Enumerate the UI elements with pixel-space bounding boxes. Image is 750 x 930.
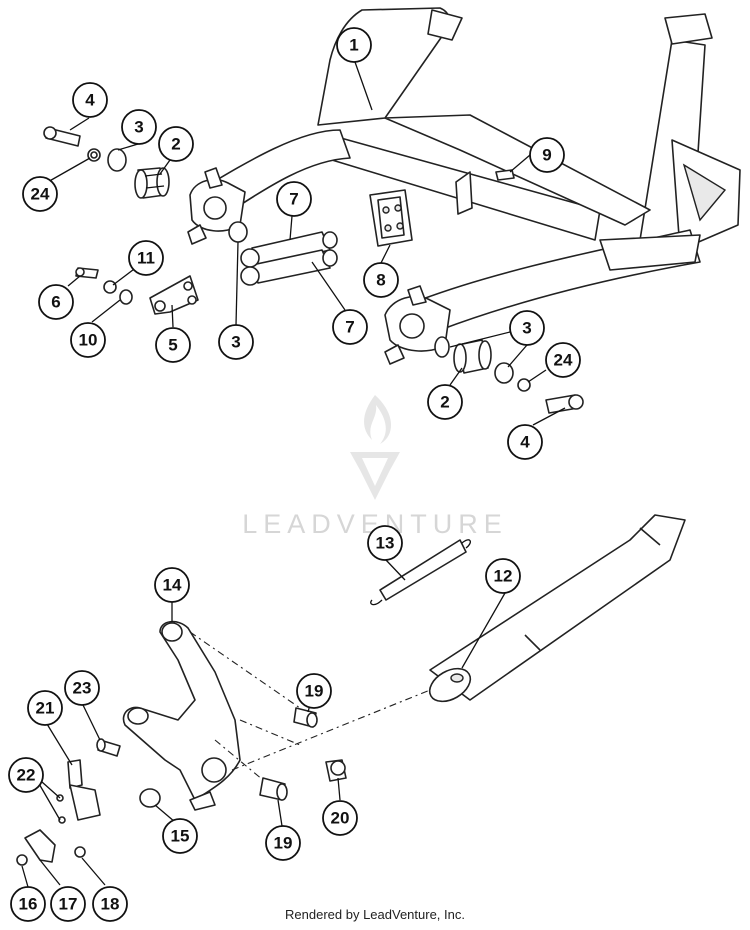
main-stand-frame bbox=[187, 7, 741, 365]
svg-text:7: 7 bbox=[289, 190, 298, 209]
callout-22[interactable]: 22 bbox=[8, 757, 44, 793]
left-pivot-hardware bbox=[43, 126, 248, 243]
callout-12[interactable]: 12 bbox=[485, 558, 521, 594]
svg-text:19: 19 bbox=[305, 682, 324, 701]
mounting-plate-hardware bbox=[75, 267, 199, 315]
callout-3[interactable]: 3 bbox=[218, 324, 254, 360]
callout-14[interactable]: 14 bbox=[154, 567, 190, 603]
callout-4[interactable]: 4 bbox=[72, 82, 108, 118]
svg-text:1: 1 bbox=[349, 36, 358, 55]
callout-18[interactable]: 18 bbox=[92, 886, 128, 922]
lower-hardware bbox=[16, 707, 347, 866]
callout-19[interactable]: 19 bbox=[265, 825, 301, 861]
callout-13[interactable]: 13 bbox=[367, 525, 403, 561]
svg-text:15: 15 bbox=[171, 827, 190, 846]
spring-part-13 bbox=[370, 539, 471, 606]
callout-3[interactable]: 3 bbox=[509, 310, 545, 346]
svg-text:3: 3 bbox=[134, 118, 143, 137]
svg-text:7: 7 bbox=[345, 318, 354, 337]
callout-16[interactable]: 16 bbox=[10, 886, 46, 922]
callout-11[interactable]: 11 bbox=[128, 240, 164, 276]
alignment-line bbox=[239, 719, 301, 746]
svg-text:8: 8 bbox=[376, 271, 385, 290]
alignment-line bbox=[214, 739, 276, 791]
callout-15[interactable]: 15 bbox=[162, 818, 198, 854]
callout-24[interactable]: 24 bbox=[22, 176, 58, 212]
callout-7[interactable]: 7 bbox=[332, 309, 368, 345]
callout-7[interactable]: 7 bbox=[276, 181, 312, 217]
callout-9[interactable]: 9 bbox=[529, 137, 565, 173]
springs-part-7 bbox=[240, 231, 338, 286]
svg-text:21: 21 bbox=[36, 699, 55, 718]
svg-text:2: 2 bbox=[171, 135, 180, 154]
callout-5[interactable]: 5 bbox=[155, 327, 191, 363]
svg-text:9: 9 bbox=[542, 146, 551, 165]
right-pivot-hardware bbox=[434, 169, 584, 414]
callout-2[interactable]: 2 bbox=[158, 126, 194, 162]
svg-text:4: 4 bbox=[85, 91, 95, 110]
callout-2[interactable]: 2 bbox=[427, 384, 463, 420]
svg-text:12: 12 bbox=[494, 567, 513, 586]
callout-4[interactable]: 4 bbox=[507, 424, 543, 460]
callout-6[interactable]: 6 bbox=[38, 284, 74, 320]
alignment-line bbox=[231, 689, 431, 771]
alignment-line bbox=[189, 631, 301, 709]
callout-20[interactable]: 20 bbox=[322, 800, 358, 836]
callout-24[interactable]: 24 bbox=[545, 342, 581, 378]
svg-text:24: 24 bbox=[31, 185, 50, 204]
side-stand-part-12 bbox=[428, 514, 686, 703]
svg-text:4: 4 bbox=[520, 433, 530, 452]
svg-text:14: 14 bbox=[163, 576, 182, 595]
svg-text:22: 22 bbox=[17, 766, 36, 785]
svg-text:23: 23 bbox=[73, 679, 92, 698]
svg-text:3: 3 bbox=[522, 319, 531, 338]
svg-text:2: 2 bbox=[440, 393, 449, 412]
footer-credit: Rendered by LeadVenture, Inc. bbox=[285, 907, 465, 922]
callout-1[interactable]: 1 bbox=[336, 27, 372, 63]
svg-text:20: 20 bbox=[331, 809, 350, 828]
svg-text:18: 18 bbox=[101, 895, 120, 914]
callout-3[interactable]: 3 bbox=[121, 109, 157, 145]
side-stand-bracket-part-14 bbox=[122, 620, 241, 811]
bracket-part-8 bbox=[369, 189, 413, 247]
callout-8[interactable]: 8 bbox=[363, 262, 399, 298]
callout-10[interactable]: 10 bbox=[70, 322, 106, 358]
callout-17[interactable]: 17 bbox=[50, 886, 86, 922]
callout-19[interactable]: 19 bbox=[296, 673, 332, 709]
svg-text:3: 3 bbox=[231, 333, 240, 352]
leader-lines bbox=[21, 61, 566, 888]
watermark-logo: LEADVENTURE bbox=[242, 395, 502, 539]
svg-text:16: 16 bbox=[19, 895, 38, 914]
svg-text:10: 10 bbox=[79, 331, 98, 350]
svg-text:11: 11 bbox=[137, 249, 155, 268]
svg-text:24: 24 bbox=[554, 351, 573, 370]
svg-text:17: 17 bbox=[59, 895, 78, 914]
svg-text:5: 5 bbox=[168, 336, 177, 355]
callout-21[interactable]: 21 bbox=[27, 690, 63, 726]
svg-text:6: 6 bbox=[51, 293, 60, 312]
callout-23[interactable]: 23 bbox=[64, 670, 100, 706]
svg-text:13: 13 bbox=[376, 534, 395, 553]
svg-text:19: 19 bbox=[274, 834, 293, 853]
